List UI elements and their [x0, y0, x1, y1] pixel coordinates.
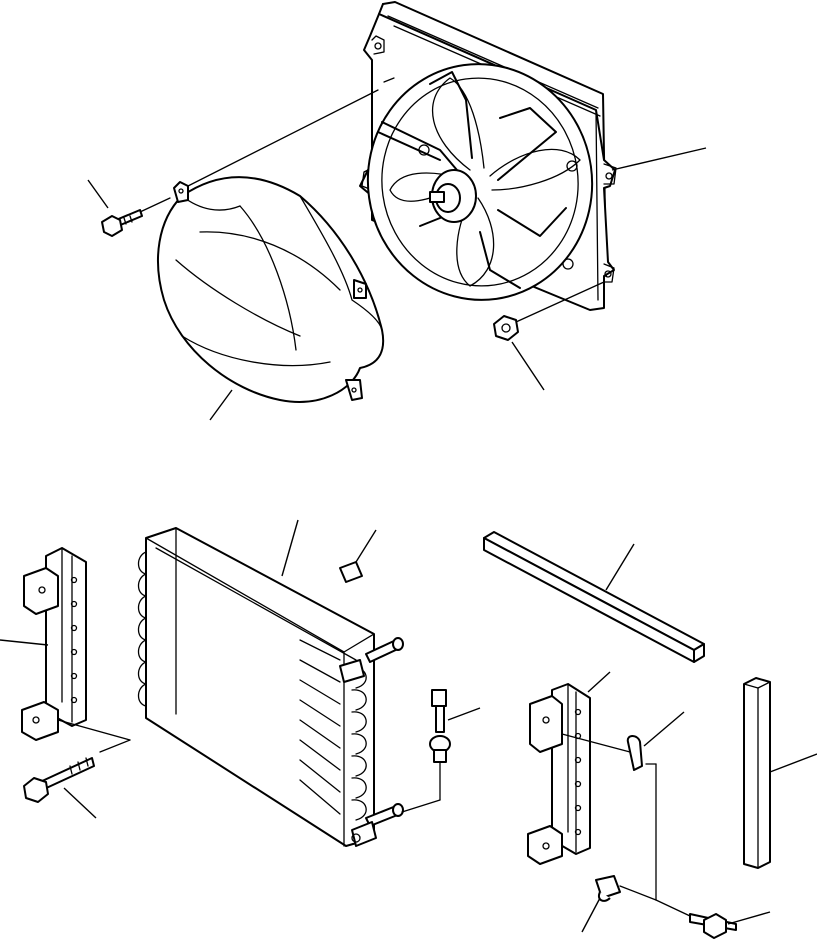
clip-upper	[626, 711, 685, 901]
leader-line	[727, 911, 771, 925]
leader-line	[447, 707, 481, 721]
pressure-switch	[401, 689, 481, 813]
leader-line	[209, 389, 233, 421]
nut	[493, 281, 605, 391]
leader-line	[769, 753, 817, 773]
condenser-core	[137, 519, 404, 847]
leader-line	[581, 897, 601, 933]
leader-line	[605, 543, 635, 591]
bracket-right	[527, 671, 631, 865]
bracket-left	[0, 547, 131, 741]
leader-line	[63, 787, 97, 819]
label-plate	[339, 529, 377, 583]
fan-shroud-cover	[139, 77, 395, 421]
leader-line	[587, 671, 611, 693]
leader-line	[643, 711, 685, 747]
bolt-lower-right	[655, 899, 771, 939]
seal-strip-horizontal	[483, 531, 705, 663]
bolt-left	[23, 739, 131, 819]
bolt-upper	[87, 179, 143, 237]
leader-line	[355, 529, 377, 563]
leader-line	[611, 147, 707, 171]
clip-lower	[581, 875, 657, 933]
leader-line	[0, 639, 49, 646]
leader-line	[511, 341, 545, 391]
leader-line	[87, 179, 109, 209]
seal-strip-vertical	[743, 677, 817, 869]
fan-shroud-assembly	[359, 1, 707, 311]
leader-line	[281, 519, 299, 577]
